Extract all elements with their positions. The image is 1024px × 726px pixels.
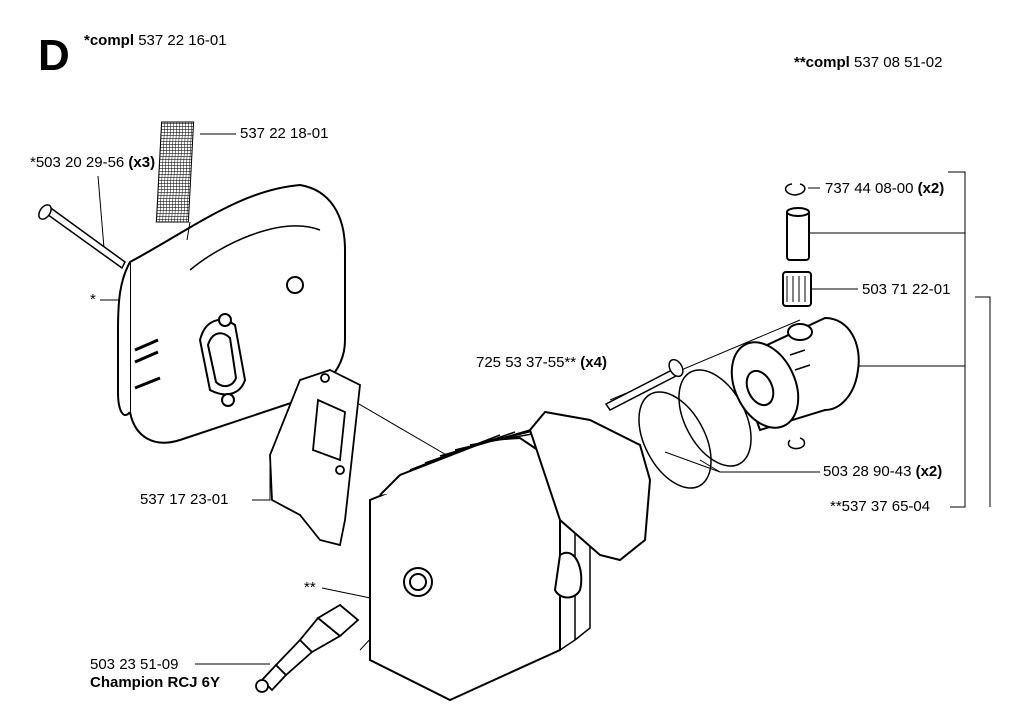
header-right-number: 537 08 51-02 bbox=[854, 54, 943, 71]
section-letter: D bbox=[38, 31, 70, 80]
callout-cylinder-screw: 725 53 37-55** (x4) bbox=[476, 354, 607, 372]
header-right-compl: **compl 537 08 51-02 bbox=[794, 54, 942, 72]
callout-cylinder-marker: ** bbox=[304, 579, 316, 596]
callout-piston-rings-number: 503 28 90-43 bbox=[823, 463, 912, 480]
callout-muffler-marker: * bbox=[90, 291, 96, 308]
leader-lines bbox=[97, 133, 991, 665]
callout-spark-plug-number: 503 23 51-09 bbox=[90, 656, 179, 673]
callout-muffler-screw-number: *503 20 29-56 bbox=[30, 154, 125, 171]
callout-piston-rings-qty: (x2) bbox=[915, 463, 943, 480]
callout-needle-bearing: 503 71 22-01 bbox=[862, 281, 951, 298]
muffler bbox=[117, 183, 346, 444]
cylinder bbox=[369, 410, 652, 702]
spark-plug bbox=[255, 603, 360, 693]
muffler-screw bbox=[38, 204, 126, 270]
callout-piston-rings: 503 28 90-43 (x2) bbox=[823, 463, 942, 481]
muffler-gasket bbox=[269, 369, 361, 547]
callout-circlip-qty: (x2) bbox=[917, 180, 945, 197]
callout-cylinder-screw-qty: (x4) bbox=[580, 354, 607, 371]
callout-muffler-screw: *503 20 29-56 (x3) bbox=[30, 154, 155, 172]
header-left-prefix: *compl bbox=[84, 32, 135, 49]
header-left-number: 537 22 16-01 bbox=[138, 32, 227, 49]
callout-circlip: 737 44 08-00 (x2) bbox=[825, 180, 944, 198]
header-right-prefix: **compl bbox=[794, 54, 850, 71]
callout-muffler-gasket: 537 17 23-01 bbox=[140, 491, 229, 508]
callout-cylinder-screw-number: 725 53 37-55** bbox=[476, 354, 577, 371]
callout-circlip-number: 737 44 08-00 bbox=[825, 180, 914, 197]
header-left-compl: *compl 537 22 16-01 bbox=[84, 32, 227, 50]
callout-gasket-screen: 537 22 18-01 bbox=[240, 125, 329, 142]
callout-spark-plug-name: Champion RCJ 6Y bbox=[90, 674, 221, 691]
wrist-pin-parts bbox=[782, 183, 812, 450]
callout-piston-assembly: **537 37 65-04 bbox=[830, 498, 931, 515]
callout-muffler-screw-qty: (x3) bbox=[128, 154, 156, 171]
piston bbox=[730, 316, 860, 432]
cylinder-screw bbox=[604, 358, 684, 411]
gasket-screen bbox=[155, 121, 195, 223]
